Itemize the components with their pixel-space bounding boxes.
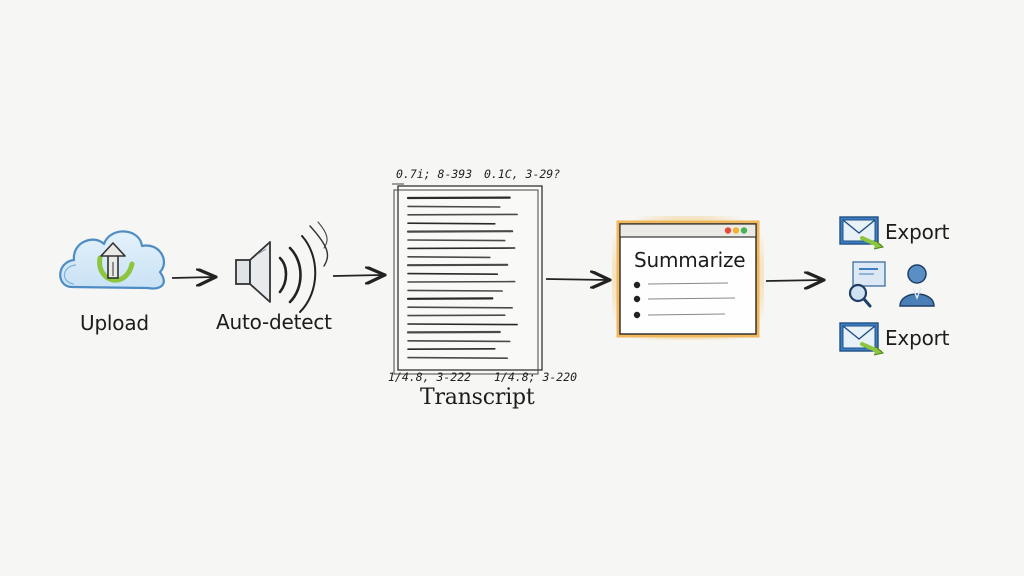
- transcript-text-lines: [406, 196, 518, 359]
- timestamp-top-right: 0.1C, 3-29?: [484, 167, 561, 181]
- transcript-text-line: [407, 222, 496, 225]
- speaker-icon: [235, 221, 329, 313]
- upload-label: Upload: [80, 311, 149, 335]
- export-mail-icon-bottom: [839, 322, 885, 356]
- export-mail-icon-top: [839, 216, 885, 250]
- user-icon: [899, 264, 935, 307]
- timestamp-top-left: 0.7i; 8-393: [396, 167, 473, 181]
- document-icon: [392, 183, 543, 375]
- export-label-top: Export: [885, 220, 950, 244]
- flow-arrow-2: [332, 275, 383, 276]
- window-minimize-dot: [732, 227, 740, 234]
- transcript-text-line: [407, 323, 518, 326]
- timestamp-bottom-right: 1/4.8; 3-220: [494, 370, 578, 384]
- transcript-text-line: [407, 289, 504, 292]
- transcript-text-line: [407, 205, 501, 208]
- flow-arrow-1: [171, 277, 214, 278]
- transcript-text-line: [407, 340, 511, 343]
- transcript-text-line: [407, 272, 499, 275]
- bullet-point: [633, 295, 641, 303]
- bullet-point: [633, 281, 641, 289]
- flow-arrow-4: [765, 280, 822, 281]
- search-profile-icon: [848, 261, 886, 308]
- timestamp-bottom-left: 1/4.8, 3-222: [388, 370, 472, 384]
- bullet-point: [633, 311, 641, 319]
- transcript-text-line: [407, 239, 506, 242]
- flow-arrow-3: [545, 279, 608, 280]
- browser-window-icon: [612, 216, 764, 340]
- transcript-text-line: [407, 356, 508, 359]
- transcript-label: Transcript: [420, 385, 535, 410]
- export-label-bottom: Export: [885, 326, 950, 350]
- auto-detect-label: Auto-detect: [216, 310, 332, 334]
- transcript-text-line: [407, 256, 491, 259]
- window-maximize-dot: [740, 227, 748, 234]
- summarize-label: Summarize: [634, 248, 746, 272]
- window-close-dot: [724, 227, 732, 234]
- transcript-text-line: [407, 306, 513, 309]
- cloud-upload-icon: [59, 230, 166, 290]
